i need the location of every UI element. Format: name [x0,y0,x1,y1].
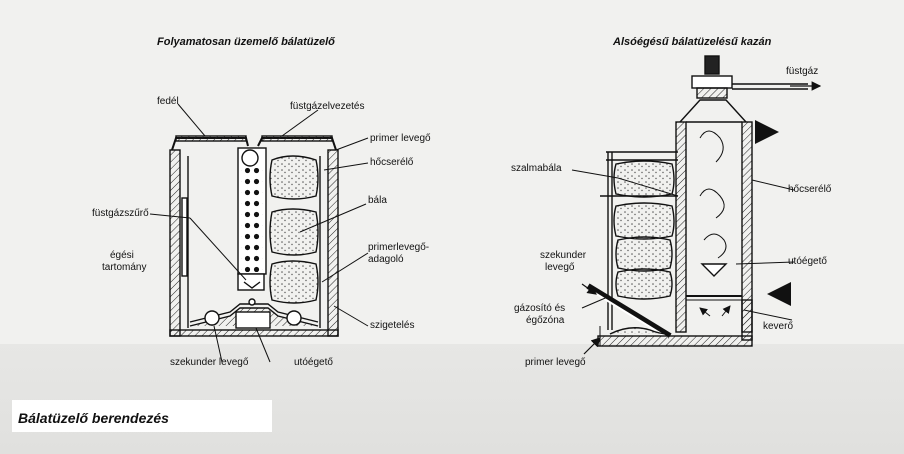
label-utoegeto-left: utóégető [294,357,333,368]
left-diagram-title: Folyamatosan üzemelő bálatüzelő [157,36,335,48]
label-tartomany: tartomány [102,262,147,273]
label-fedel: fedél [157,96,179,107]
left-outer-wall-left [169,149,181,337]
label-szigeteles: szigetelés [370,320,415,331]
label-gazosito: gázosító és [514,303,566,314]
label-szekunder: szekunder [540,250,587,261]
label-szalmabala: szalmabála [511,163,562,174]
label-egozona: égőzóna [526,315,565,326]
label-bala: bála [368,195,387,206]
left-furnace [149,103,369,363]
label-fustgaz: füstgáz [786,66,819,77]
label-szekunder-levego-left: szekunder levegő [170,357,249,368]
label-utoegeto-right: utóégető [788,256,827,267]
label-hocserelo-left: hőcserélő [370,157,414,168]
figure-caption: Bálatüzelő berendezés [18,410,169,426]
label-hocserelo-right: hőcserélő [788,184,832,195]
label-levego: levegő [545,262,575,273]
label-primer-levego-right: primer levegő [525,357,586,368]
label-fustgazelvezetes: füstgázelvezetés [290,101,365,112]
label-egesi: égési [110,250,134,261]
right-diagram-title: Alsóégésű bálatüzelésű kazán [613,36,772,48]
label-primerlevego-adagolo-1: primerlevegő- [368,242,430,253]
label-primer-levego-left: primer levegő [370,133,431,144]
label-primerlevego-adagolo-2: adagoló [368,254,404,265]
background-band [0,344,904,454]
label-fustgazszuro: füstgázszűrő [92,208,149,219]
label-kevero: keverő [763,321,794,332]
right-boiler [571,55,822,355]
left-outer-wall-right [327,149,339,337]
caption-backdrop [12,400,272,432]
